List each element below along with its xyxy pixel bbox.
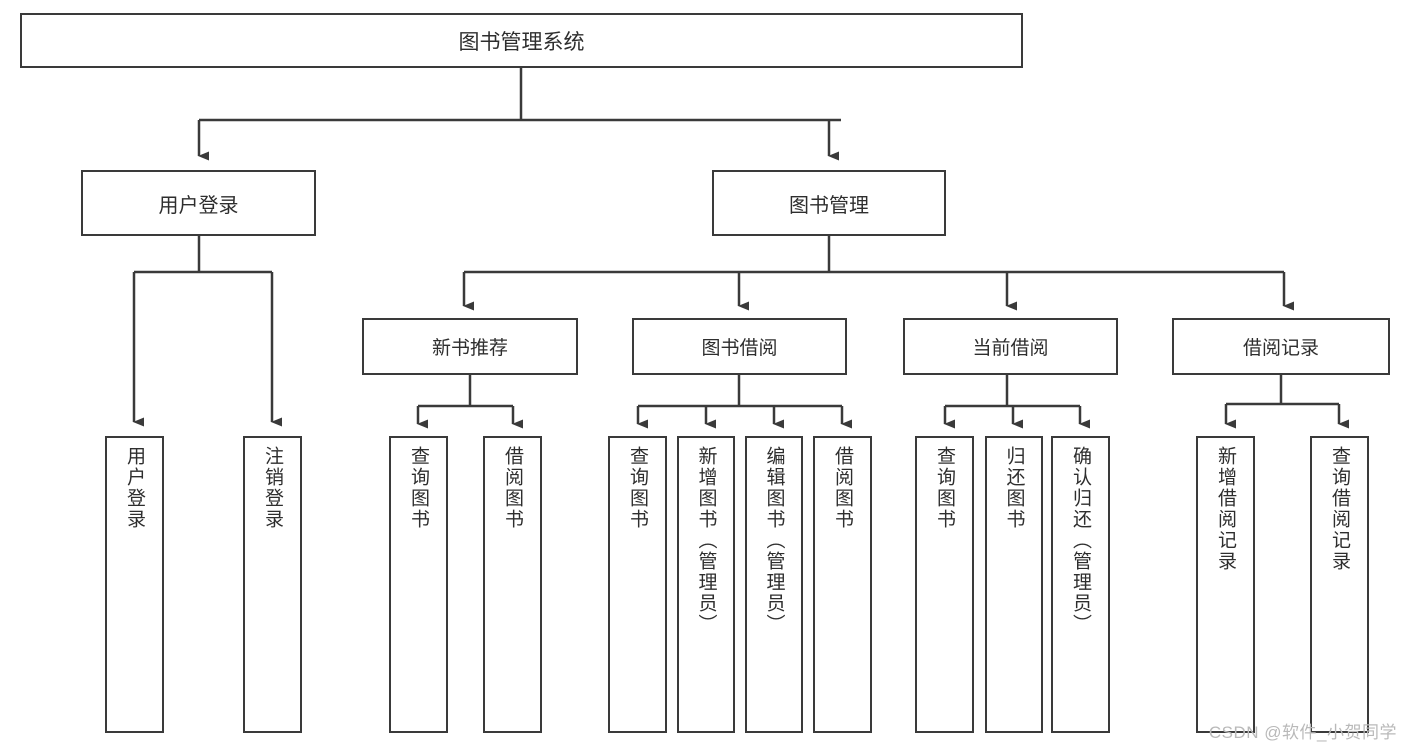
leaf-new-book-borrow[interactable]: 借阅图书 [483,436,542,733]
node-root-label: 图书管理系统 [458,30,585,54]
node-current-borrow-label: 当前借阅 [972,338,1049,359]
node-book-borrow-label: 图书借阅 [701,338,778,359]
leaf-label: 查询图书 [408,446,429,530]
leaf-record-query[interactable]: 查询借阅记录 [1310,436,1369,733]
leaf-label: 注销登录 [262,446,283,530]
leaf-label: 归还图书 [1003,446,1025,530]
node-book-borrow[interactable]: 图书借阅 [632,318,847,375]
leaf-label: 借阅图书 [832,446,853,530]
leaf-label: 查询图书 [934,446,955,530]
leaf-label: 借阅图书 [502,446,523,530]
leaf-record-add[interactable]: 新增借阅记录 [1196,436,1255,733]
node-root[interactable]: 图书管理系统 [20,13,1023,68]
watermark: CSDN @软件_小贺同学 [1208,723,1397,742]
leaf-label: 查询借阅记录 [1329,446,1350,572]
node-new-book-recommend[interactable]: 新书推荐 [362,318,578,375]
node-user-login[interactable]: 用户登录 [81,170,316,236]
leaf-borrow-add-book[interactable]: 新增图书（管理员） [677,436,735,733]
node-book-management[interactable]: 图书管理 [712,170,946,236]
node-new-book-recommend-label: 新书推荐 [431,338,508,359]
node-borrow-record[interactable]: 借阅记录 [1172,318,1390,375]
leaf-label: 用户登录 [124,446,145,530]
leaf-current-return-book[interactable]: 归还图书 [985,436,1043,733]
node-book-management-label: 图书管理 [789,194,869,217]
leaf-label: 新增借阅记录 [1215,446,1236,572]
node-user-login-label: 用户登录 [158,194,239,217]
leaf-user-login-logout[interactable]: 注销登录 [243,436,302,733]
leaf-current-confirm-return[interactable]: 确认归还（管理员） [1051,436,1110,733]
leaf-label: 确认归还（管理员） [1070,446,1091,635]
leaf-current-query-book[interactable]: 查询图书 [915,436,974,733]
leaf-borrow-edit-book[interactable]: 编辑图书（管理员） [745,436,803,733]
node-current-borrow[interactable]: 当前借阅 [903,318,1118,375]
leaf-label: 编辑图书（管理员） [763,446,785,635]
node-borrow-record-label: 借阅记录 [1242,338,1319,359]
leaf-user-login-login[interactable]: 用户登录 [105,436,164,733]
leaf-borrow-borrow-book[interactable]: 借阅图书 [813,436,872,733]
leaf-label: 新增图书（管理员） [695,446,717,635]
leaf-label: 查询图书 [627,446,648,530]
leaf-new-book-query[interactable]: 查询图书 [389,436,448,733]
leaf-borrow-query-book[interactable]: 查询图书 [608,436,667,733]
